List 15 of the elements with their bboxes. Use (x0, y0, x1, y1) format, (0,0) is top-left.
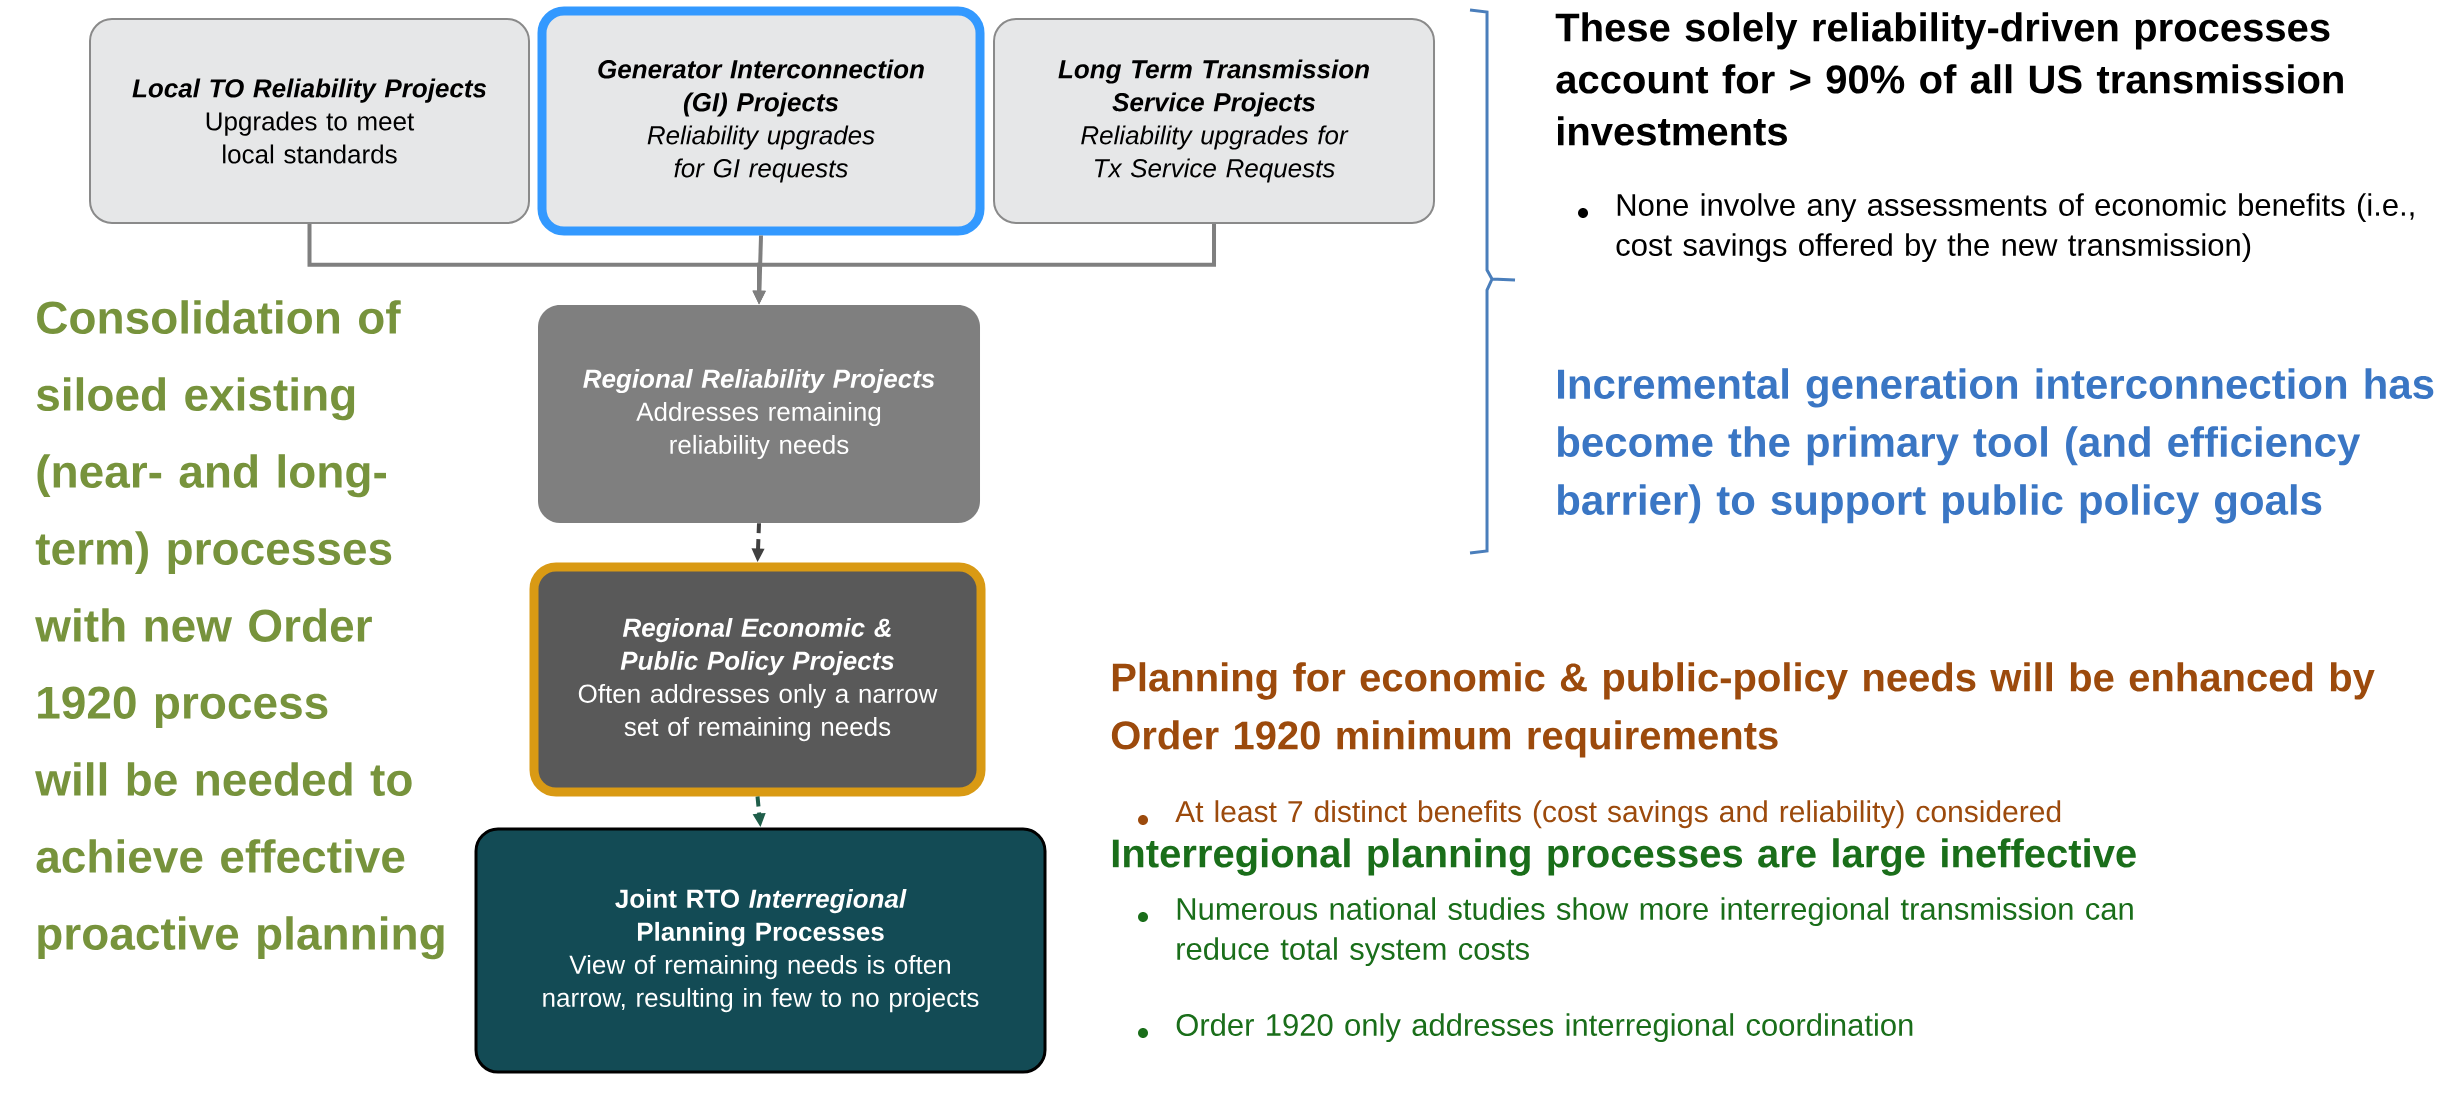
body-text: Consolidation of siloed existing (near- and long-term) processes with new Order 1920 process will be needed to achieve effective proactive planning (35, 300, 444, 960)
process-box: Joint RTO Interregional Planning Processes View of remaining needs is often narrow, resulting in few to no projects (474, 827, 1047, 1074)
process-box: Generator Interconnection (GI) Projects Reliability upgrades for GI requests (537, 6, 985, 236)
bullet-text: At least 7 distinct benefits (cost savings and reliability) considered (1175, 800, 2061, 829)
heading: Planning for economic & public-policy needs will be enhanced by Order 1920 minimum requirements (1111, 662, 2375, 758)
process-box: Regional Economic & Public Policy Projects Often addresses only a narrow set of remaining needs (529, 562, 986, 797)
process-box: Long Term Transmission Service Projects Reliability upgrades for Tx Service Requests (993, 18, 1435, 224)
heading: These solely reliability-driven processes account for > 90% of all US transmission investments (1555, 12, 2343, 146)
bullet-text: None involve any assessments of economic benefits (i.e., cost savings offered by the new transmission) (1616, 193, 2414, 263)
process-box: Local TO Reliability Projects Upgrades to meet local standards (89, 18, 530, 224)
heading: Incremental generation interconnection has become the primary tool (and efficiency barrier) to support public policy goals (1558, 368, 2434, 524)
process-box: Regional Reliability Projects Addresses remaining reliability needs (538, 305, 980, 523)
bullet-text: Numerous national studies show more interregional transmission can reduce total system costs (1177, 897, 2133, 967)
heading: Interregional planning processes are large ineffective (1112, 838, 2136, 876)
bullet-text: Order 1920 only addresses interregional coordination (1176, 1013, 1913, 1043)
